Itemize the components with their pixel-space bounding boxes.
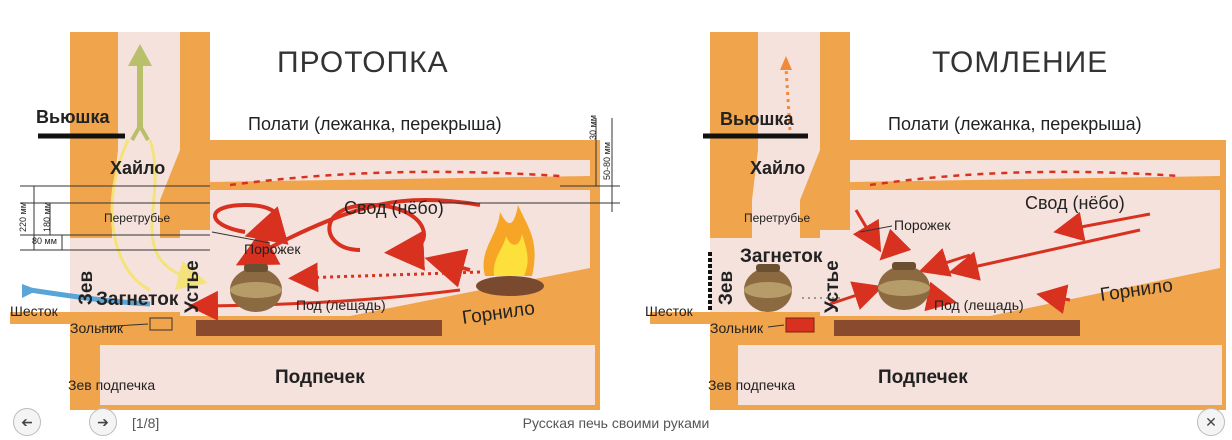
label-zagnetok: Загнеток bbox=[96, 289, 179, 310]
label-peretrubye: Перетрубье bbox=[104, 211, 171, 225]
label-porozhek-r: Порожек bbox=[894, 217, 951, 233]
close-icon: ✕ bbox=[1205, 414, 1217, 430]
label-pod: Под (лещадь) bbox=[296, 297, 386, 313]
label-khailo: Хайло bbox=[110, 158, 166, 178]
panel-title-protopka: ПРОТОПКА bbox=[277, 46, 449, 79]
podpechek-left bbox=[100, 345, 595, 405]
prev-button[interactable]: ➔ bbox=[13, 408, 41, 436]
label-polati: Полати (лежанка, перекрыша) bbox=[248, 114, 502, 134]
label-zev-podpechka: Зев подпечка bbox=[68, 377, 156, 393]
label-zev: Зев bbox=[76, 270, 97, 305]
shestok-left bbox=[10, 312, 170, 324]
label-podpechek-r: Подпечек bbox=[878, 367, 968, 388]
label-pod-r: Под (лещадь) bbox=[934, 297, 1024, 313]
zolnik-left bbox=[149, 317, 173, 331]
label-vyushka: Вьюшка bbox=[36, 107, 110, 127]
panel-protopka bbox=[0, 32, 620, 410]
zolnik-right bbox=[785, 317, 815, 333]
label-ustye-r: Устье bbox=[822, 260, 843, 313]
label-zev-podpechka-r: Зев подпечка bbox=[708, 377, 796, 393]
pot-icon-right-1 bbox=[744, 264, 792, 312]
label-porozhek: Порожек bbox=[244, 241, 301, 257]
label-ustye: Устье bbox=[182, 260, 203, 313]
slide-caption: Русская печь своими руками bbox=[522, 415, 710, 431]
podpechek-right bbox=[738, 345, 1222, 405]
dimension-lines bbox=[20, 118, 620, 251]
panel-tomlenie bbox=[640, 32, 1226, 410]
slide-counter: [1/8] bbox=[132, 415, 160, 431]
dim-180: 180 мм bbox=[42, 202, 52, 232]
label-svod: Свод (нёбо) bbox=[344, 198, 444, 218]
label-shestok: Шесток bbox=[10, 303, 58, 319]
label-zolnik: Зольник bbox=[70, 320, 124, 336]
dim-30: 30 мм bbox=[588, 115, 598, 140]
pot-icon-right-2 bbox=[878, 262, 930, 310]
label-svod-r: Свод (нёбо) bbox=[1025, 193, 1125, 213]
label-shestok-r: Шесток bbox=[645, 303, 693, 319]
arrow-right-icon: ➔ bbox=[97, 414, 109, 430]
label-khailo-r: Хайло bbox=[750, 158, 806, 178]
air-arrow bbox=[29, 287, 151, 307]
label-podpechek: Подпечек bbox=[275, 367, 365, 388]
panel-title-tomlenie: ТОМЛЕНИЕ bbox=[932, 46, 1109, 79]
label-polati-r: Полати (лежанка, перекрыша) bbox=[888, 114, 1142, 134]
pot-icon-left bbox=[230, 264, 282, 312]
label-vyushka-r: Вьюшка bbox=[720, 109, 794, 129]
dim-220: 220 мм bbox=[18, 202, 28, 232]
fire-icon bbox=[476, 205, 544, 296]
close-button[interactable]: ✕ bbox=[1197, 408, 1225, 436]
label-zagnetok-r: Загнеток bbox=[740, 246, 823, 267]
dim-80: 80 мм bbox=[32, 236, 57, 246]
label-zev-r: Зев bbox=[716, 270, 737, 305]
label-zolnik-r: Зольник bbox=[710, 320, 764, 336]
shestok-right bbox=[650, 312, 810, 324]
next-button[interactable]: ➔ bbox=[89, 408, 117, 436]
label-peretrubye-r: Перетрубье bbox=[744, 211, 811, 225]
dim-50-80: 50-80 мм bbox=[602, 142, 612, 180]
